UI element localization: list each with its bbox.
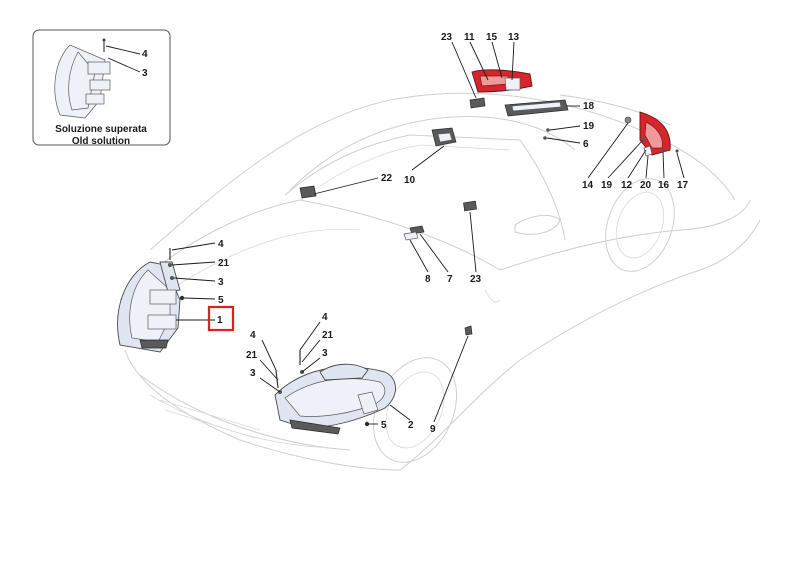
- callout-4-headlight-left: 4: [250, 330, 256, 341]
- callout-21-headlight-left: 21: [246, 350, 258, 361]
- windscreen-parts: [299, 127, 457, 199]
- highlight-box-callout-1: [207, 305, 235, 332]
- callout-9: 9: [430, 424, 436, 435]
- callout-22: 22: [381, 173, 393, 184]
- callout-19-brake: 19: [583, 121, 595, 132]
- callout-23-mid: 23: [470, 274, 482, 285]
- callout-14: 14: [582, 180, 594, 191]
- inset-title-italian: Soluzione superata: [55, 124, 147, 135]
- callout-12: 12: [621, 180, 633, 191]
- callout-20: 20: [640, 180, 652, 191]
- callout-8: 8: [425, 274, 431, 285]
- side-marker-part: [464, 325, 473, 336]
- tail-light-right: [624, 111, 679, 157]
- callout-3-left: 3: [218, 277, 224, 288]
- callout-2: 2: [408, 420, 414, 431]
- callout-18: 18: [583, 101, 595, 112]
- left-headlight-assembly: [117, 248, 185, 353]
- callout-10: 10: [404, 175, 416, 186]
- inset-headlight-drawing: [54, 38, 111, 119]
- inset-title-english: Old solution: [72, 136, 130, 147]
- callout-16: 16: [658, 180, 670, 191]
- interior-lamp-parts: [403, 200, 477, 241]
- inset-callout-4: 4: [142, 49, 148, 60]
- callout-7: 7: [447, 274, 453, 285]
- callout-11: 11: [464, 32, 475, 43]
- callout-4-headlight-right: 4: [322, 312, 328, 323]
- callout-4-left: 4: [218, 239, 224, 250]
- callout-15: 15: [486, 32, 498, 43]
- old-solution-inset: 4 3 Soluzione superata Old solution: [32, 29, 171, 147]
- callout-3-headlight-left: 3: [250, 368, 256, 379]
- callout-1: 1: [217, 315, 223, 326]
- callout-17: 17: [677, 180, 689, 191]
- callout-19-tail: 19: [601, 180, 613, 191]
- right-headlight-assembly: [274, 350, 396, 435]
- callout-3-headlight-right: 3: [322, 348, 328, 359]
- callout-6: 6: [583, 139, 589, 150]
- callout-21-headlight-right: 21: [322, 330, 334, 341]
- inset-callout-3: 3: [142, 68, 148, 79]
- callout-5-left: 5: [218, 295, 224, 306]
- callout-5-headlight: 5: [381, 420, 387, 431]
- callout-21-left: 21: [218, 258, 230, 269]
- callout-13: 13: [508, 32, 520, 43]
- callout-23-top: 23: [441, 32, 453, 43]
- third-brake-light: [504, 99, 569, 140]
